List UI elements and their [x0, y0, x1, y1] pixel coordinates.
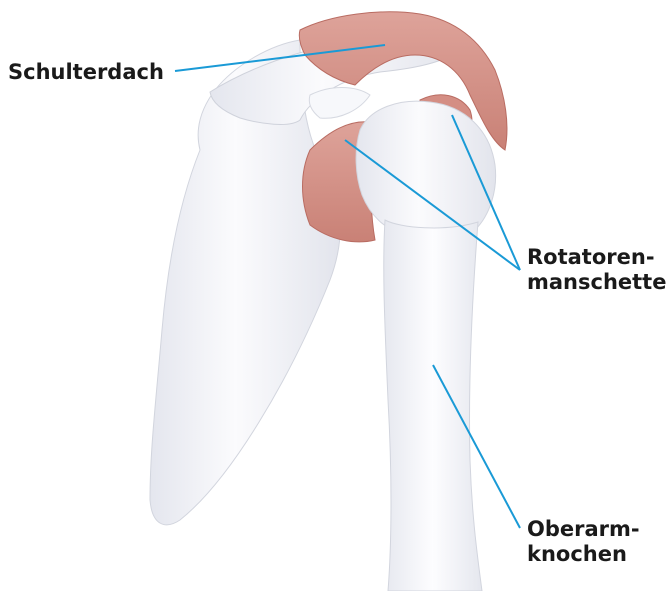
label-schulterdach-text: Schulterdach	[8, 60, 164, 85]
label-rotatoren-line1: Rotatoren-	[527, 245, 666, 270]
label-schulterdach: Schulterdach	[8, 60, 164, 85]
label-rotatoren-line2: manschette	[527, 270, 666, 295]
humerus-shaft	[384, 220, 482, 591]
label-rotatorenmanschette: Rotatoren- manschette	[527, 245, 666, 295]
label-oberarmknochen: Oberarm- knochen	[527, 517, 640, 567]
label-oberarm-line2: knochen	[527, 542, 640, 567]
coracoid	[309, 88, 370, 119]
label-oberarm-line1: Oberarm-	[527, 517, 640, 542]
humerus-head	[356, 101, 496, 238]
